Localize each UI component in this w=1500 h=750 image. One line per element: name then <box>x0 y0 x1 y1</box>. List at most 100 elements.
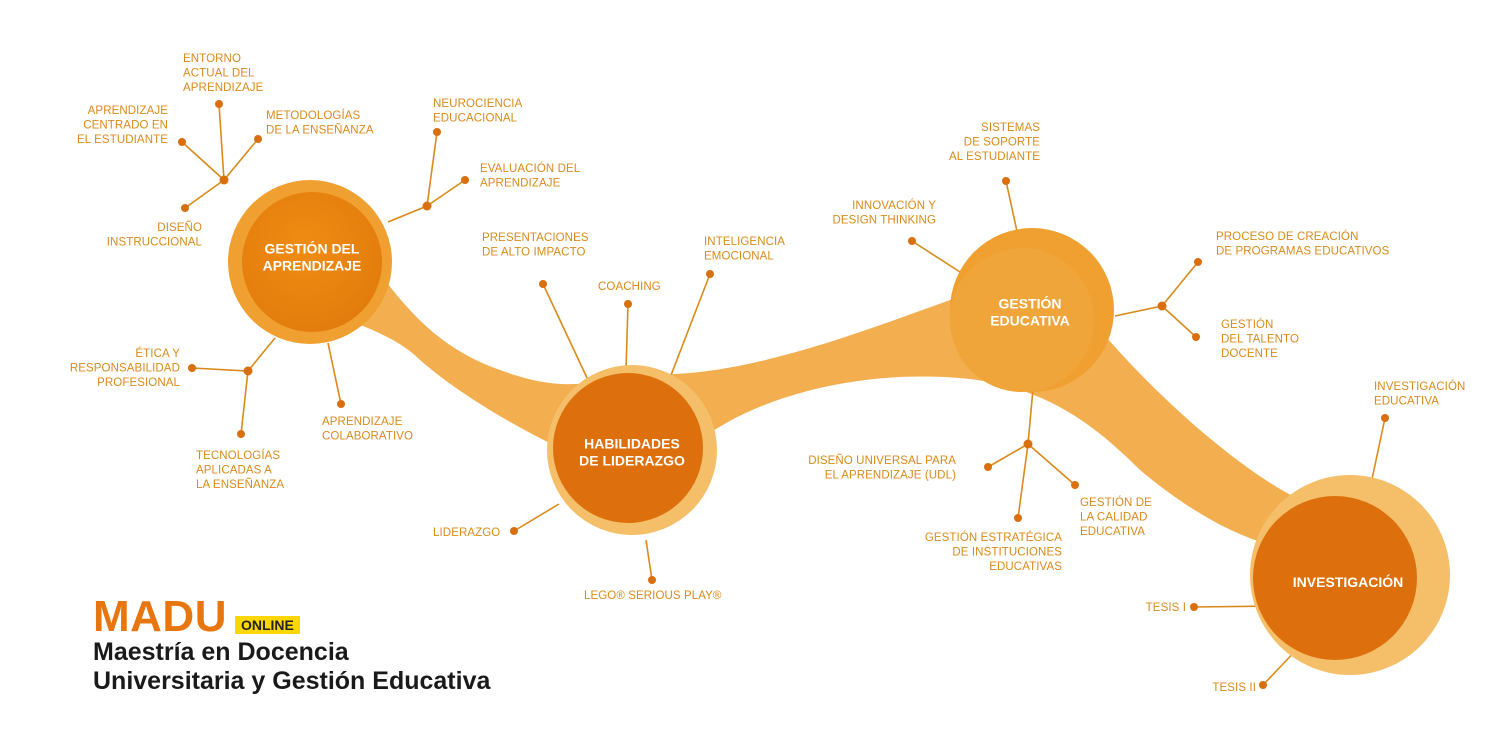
topic-label-line: APRENDIZAJE <box>322 416 403 428</box>
connector-etica <box>191 337 276 372</box>
hub-label-line: DE LIDERAZGO <box>579 453 685 469</box>
topic-label-line: TESIS I <box>1146 602 1186 614</box>
connector-coaching <box>625 303 629 371</box>
connector-metodologias <box>223 138 259 181</box>
topic-label-line: LA CALIDAD <box>1080 512 1147 524</box>
junction-dot <box>1157 301 1167 311</box>
connector-gestion-calidad <box>1027 443 1076 486</box>
hub-label-investigacion: INVESTIGACIÓN <box>1293 573 1403 590</box>
program-title-line-1: Maestría en Docencia <box>93 638 349 666</box>
topic-label-line: TECNOLOGÍAS <box>196 449 280 462</box>
topic-label-line: DE INSTITUCIONES <box>952 547 1062 559</box>
topic-label-line: EMOCIONAL <box>704 251 774 263</box>
topic-label-line: LA ENSEÑANZA <box>196 478 284 491</box>
dot-innovacion <box>908 237 916 245</box>
dot-presentaciones <box>539 280 547 288</box>
topic-label-inteligencia-emocional: INTELIGENCIA EMOCIONAL <box>704 236 785 263</box>
brand-logo: MADU <box>93 592 227 641</box>
topic-label-line: ACTUAL DEL <box>183 68 255 80</box>
topic-label-tesis-1: TESIS I <box>1146 602 1186 614</box>
topic-label-line: LIDERAZGO <box>433 527 500 539</box>
topic-label-line: DISEÑO UNIVERSAL PARA <box>808 454 956 467</box>
dot-udl <box>984 463 992 471</box>
topic-label-line: PROFESIONAL <box>97 377 180 389</box>
dot-etica <box>188 364 196 372</box>
connector-innovacion <box>911 240 961 273</box>
dot-sistemas-soporte <box>1002 177 1010 185</box>
topic-label-line: DEL TALENTO <box>1221 334 1299 346</box>
topic-label-line: DE ALTO IMPACTO <box>482 247 586 259</box>
dot-aprendizaje-colaborativo <box>337 400 345 408</box>
connector-evaluacion <box>426 179 466 207</box>
dot-tesis-1 <box>1190 603 1198 611</box>
topic-label-line: ÉTICA Y <box>135 347 180 360</box>
dot-gestion-talento <box>1192 333 1200 341</box>
dot-diseno-instruccional <box>181 204 189 212</box>
topic-label-line: DOCENTE <box>1221 348 1278 360</box>
topic-label-line: EDUCATIVAS <box>989 561 1062 573</box>
connector-lines <box>181 103 1386 686</box>
program-title-line-2: Universitaria y Gestión Educativa <box>93 667 491 695</box>
junction-dot <box>243 366 253 376</box>
hub-label-line: APRENDIZAJE <box>263 258 362 274</box>
hub-inner-gestion-aprendizaje <box>242 192 382 332</box>
dot-metodologias <box>254 135 262 143</box>
topic-label-line: TESIS II <box>1212 682 1256 694</box>
dot-aprendizaje-centrado <box>178 138 186 146</box>
topic-label-line: DE LA ENSEÑANZA <box>266 124 374 137</box>
topic-label-line: APRENDIZAJE <box>183 82 264 94</box>
brand-block: MADU ONLINE Maestría en Docencia Univers… <box>93 592 491 696</box>
dot-coaching <box>624 300 632 308</box>
dot-lego <box>648 576 656 584</box>
topic-label-line: EVALUACIÓN DEL <box>480 162 581 175</box>
connector-inteligencia-emocional <box>667 273 711 384</box>
connector-presentaciones <box>542 283 589 381</box>
topic-label-line: INSTRUCCIONAL <box>107 237 203 249</box>
hub-label-line: INVESTIGACIÓN <box>1293 573 1403 590</box>
dot-tecnologias <box>237 430 245 438</box>
hub-label-line: HABILIDADES <box>584 436 680 452</box>
topic-label-line: RESPONSABILIDAD <box>70 363 180 375</box>
junction-dot <box>1023 439 1033 449</box>
topic-label-line: EDUCATIVA <box>1374 396 1439 408</box>
topic-label-line: CENTRADO EN <box>83 120 168 132</box>
topic-label-line: DE PROGRAMAS EDUCATIVOS <box>1216 246 1390 258</box>
hub-label-line: GESTIÓN DEL <box>265 240 360 257</box>
topic-label-lego: LEGO® SERIOUS PLAY® <box>584 590 722 602</box>
topic-label-tesis-2: TESIS II <box>1212 682 1256 694</box>
topic-label-udl: DISEÑO UNIVERSAL PARA EL APRENDIZAJE (UDL… <box>808 454 956 482</box>
topic-label-line: COACHING <box>598 281 661 293</box>
hub-inner-habilidades-liderazgo <box>553 373 703 523</box>
connector-gestion-estrategica <box>1017 443 1029 519</box>
dot-investigacion-educativa <box>1381 414 1389 422</box>
topic-label-line: DE SOPORTE <box>964 137 1040 149</box>
topic-label-line: LEGO® SERIOUS PLAY® <box>584 590 722 602</box>
hub-label-line: GESTIÓN <box>998 295 1061 312</box>
connector-sistemas-soporte <box>1005 180 1019 237</box>
topic-label-line: INTELIGENCIA <box>704 236 785 248</box>
topic-label-line: DESIGN THINKING <box>832 215 936 227</box>
connector-tecnologias <box>240 370 249 435</box>
topic-label-line: EL APRENDIZAJE (UDL) <box>825 470 956 482</box>
connector-ribbon <box>300 250 1345 554</box>
topic-label-line: AL ESTUDIANTE <box>949 151 1040 163</box>
connector-entorno-actual <box>218 103 225 181</box>
junction-dot <box>422 201 432 211</box>
dot-evaluacion <box>461 176 469 184</box>
connector-lego <box>645 539 653 581</box>
